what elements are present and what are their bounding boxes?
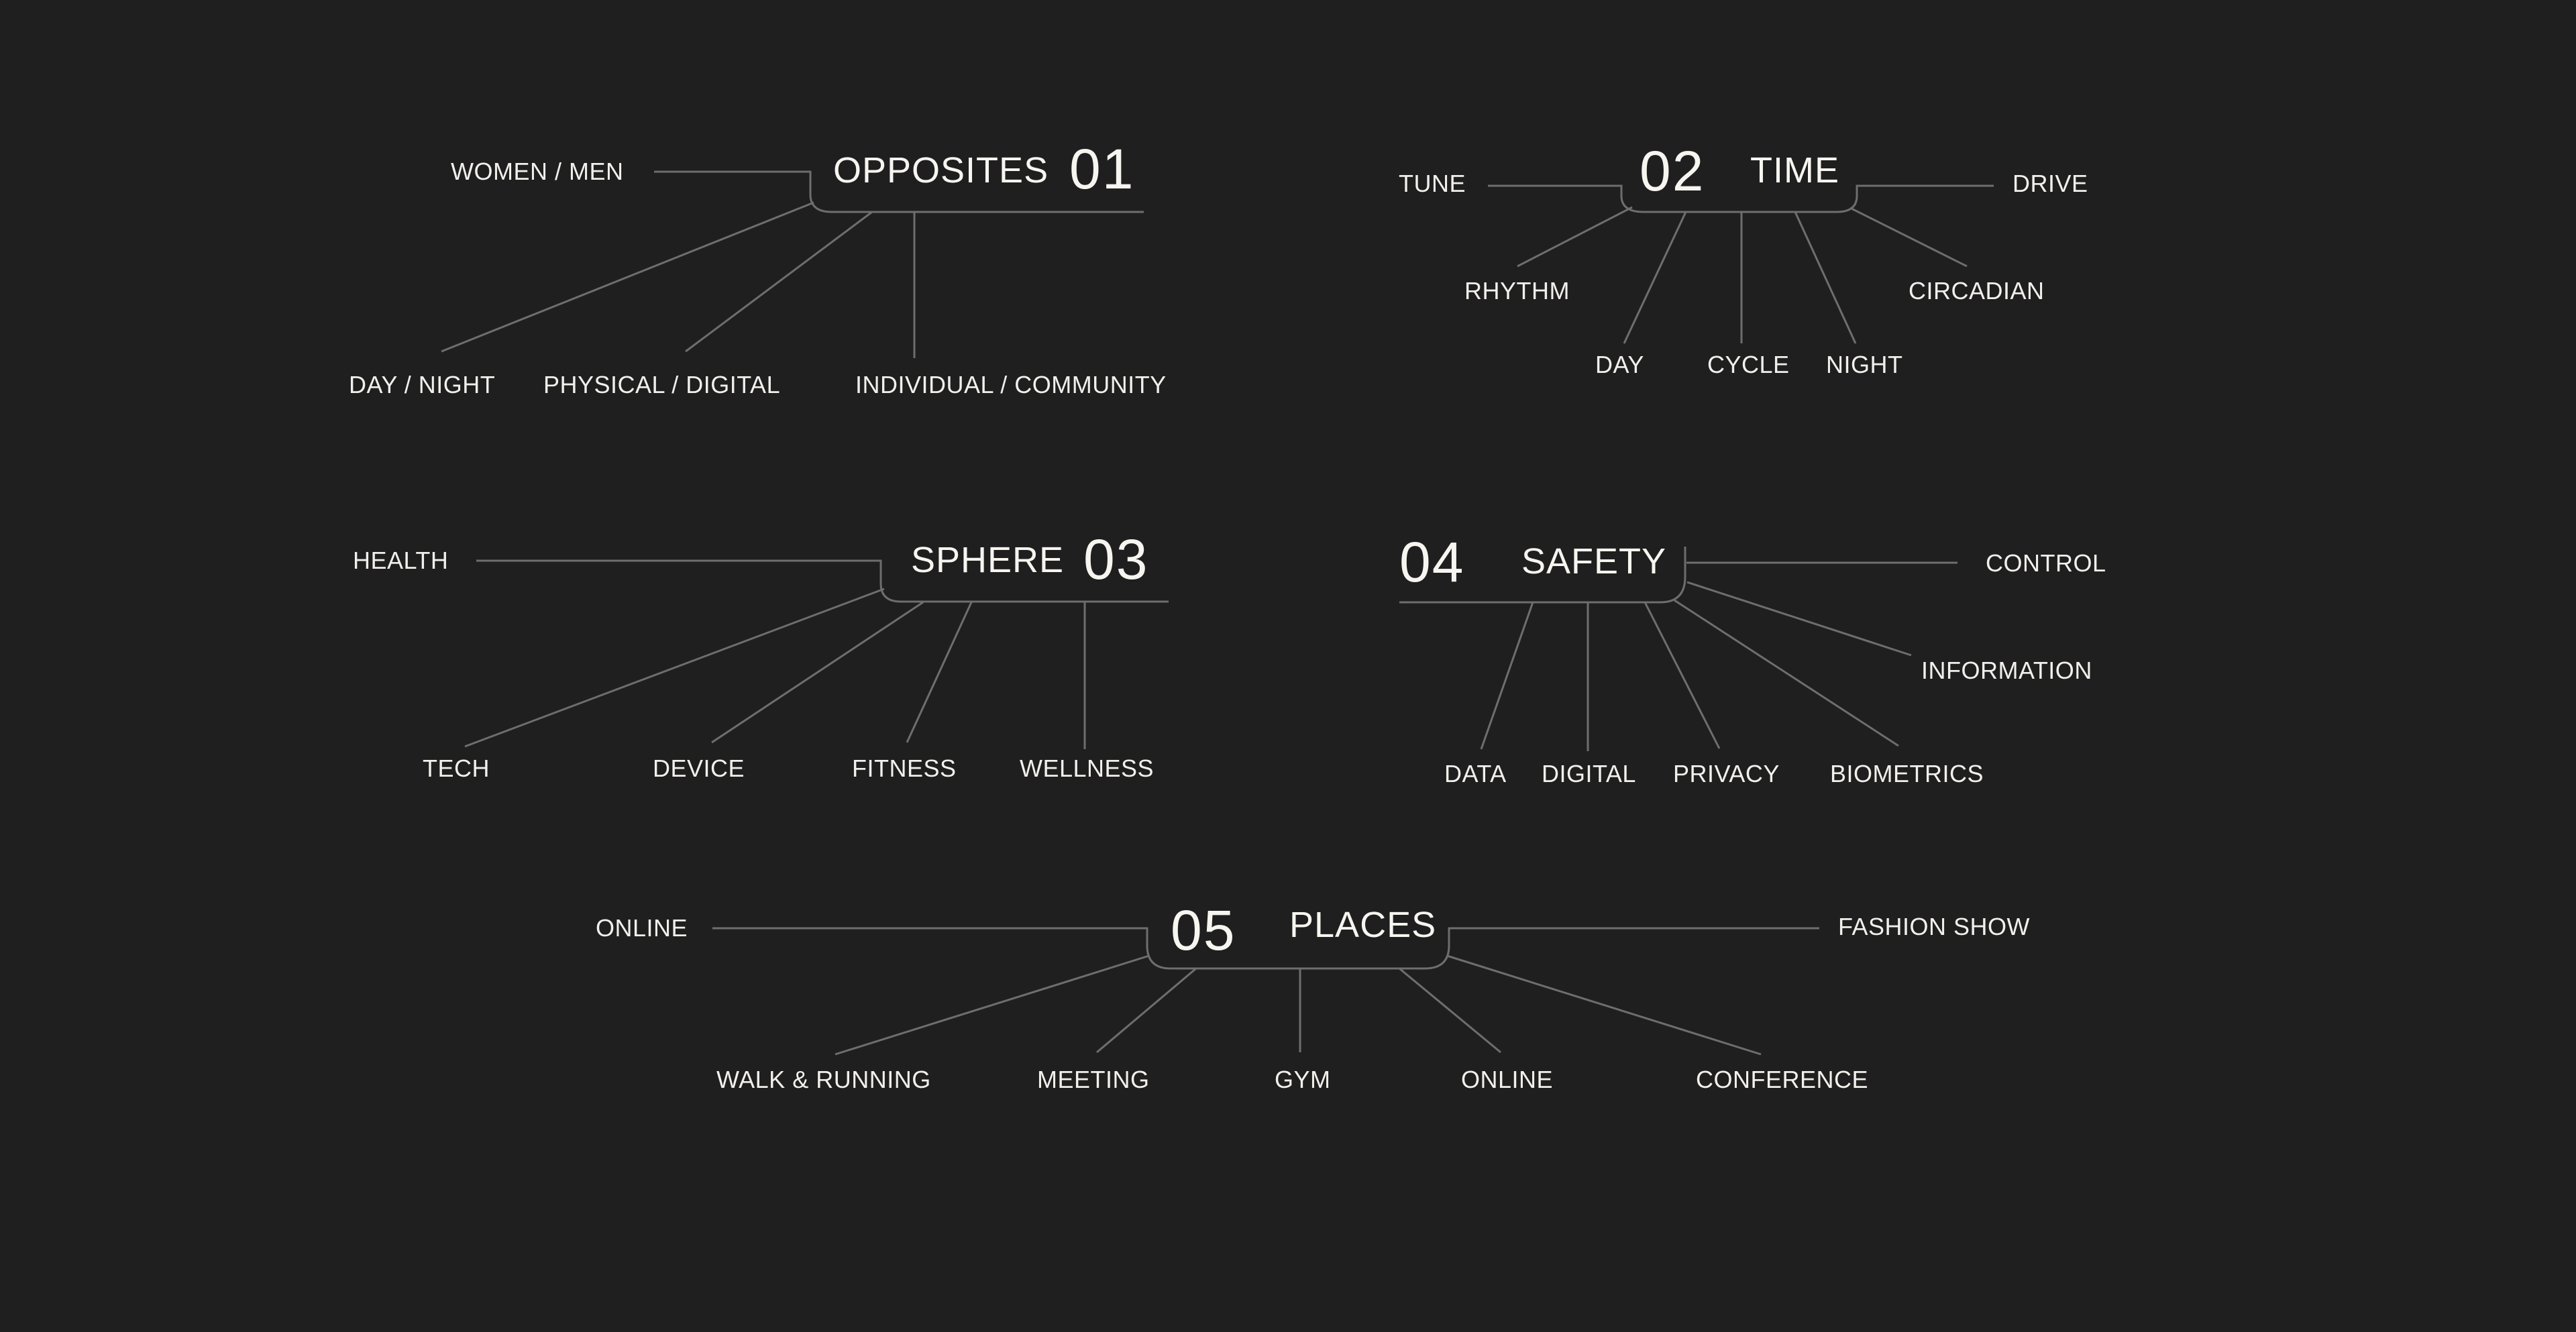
node-label: INDIVIDUAL / COMMUNITY: [855, 371, 1167, 398]
node-label: GYM: [1275, 1066, 1331, 1093]
node-label: MEETING: [1037, 1066, 1150, 1093]
node-label: FITNESS: [852, 755, 957, 782]
node-label: PHYSICAL / DIGITAL: [543, 371, 781, 398]
node-label: DAY / NIGHT: [349, 371, 496, 398]
node-label: DEVICE: [653, 755, 745, 782]
group-number: 04: [1399, 531, 1465, 594]
node-label: CIRCADIAN: [1909, 277, 2045, 304]
node-label: CYCLE: [1707, 351, 1790, 378]
node-label: DATA: [1444, 760, 1507, 787]
node-label: INFORMATION: [1921, 657, 2092, 684]
group-title: SPHERE: [911, 540, 1065, 580]
node-label: TECH: [423, 755, 490, 782]
node-label: CONFERENCE: [1696, 1066, 1869, 1093]
node-label: BIOMETRICS: [1830, 760, 1984, 787]
node-label: FASHION SHOW: [1838, 913, 2031, 940]
node-label: WOMEN / MEN: [451, 158, 624, 185]
group-title: SAFETY: [1521, 541, 1667, 581]
node-label: ONLINE: [1461, 1066, 1554, 1093]
node-label: RHYTHM: [1464, 277, 1570, 304]
group-01-lines: [441, 170, 1144, 358]
node-label: PRIVACY: [1673, 760, 1780, 787]
node-label: HEALTH: [353, 547, 449, 574]
node-label: DAY: [1595, 351, 1644, 378]
group-title: OPPOSITES: [833, 150, 1049, 190]
node-label: TUNE: [1399, 170, 1466, 197]
group-number: 05: [1171, 899, 1236, 962]
group-05-lines: [712, 927, 1819, 1056]
node-label: ONLINE: [596, 914, 688, 942]
node-label: DIGITAL: [1542, 760, 1636, 787]
node-label: WELLNESS: [1020, 755, 1155, 782]
group-number: 03: [1083, 528, 1149, 591]
group-number: 01: [1069, 137, 1135, 201]
node-label: DRIVE: [2012, 170, 2088, 197]
node-label: CONTROL: [1986, 549, 2106, 577]
node-label: WALK & RUNNING: [716, 1066, 931, 1093]
group-number: 02: [1640, 140, 1705, 203]
group-title: PLACES: [1289, 905, 1437, 945]
group-02-lines: [1488, 184, 1994, 344]
group-title: TIME: [1750, 150, 1839, 190]
group-03-lines: [464, 559, 1169, 749]
node-label: NIGHT: [1826, 351, 1903, 378]
group-04-lines: [1399, 547, 1957, 751]
